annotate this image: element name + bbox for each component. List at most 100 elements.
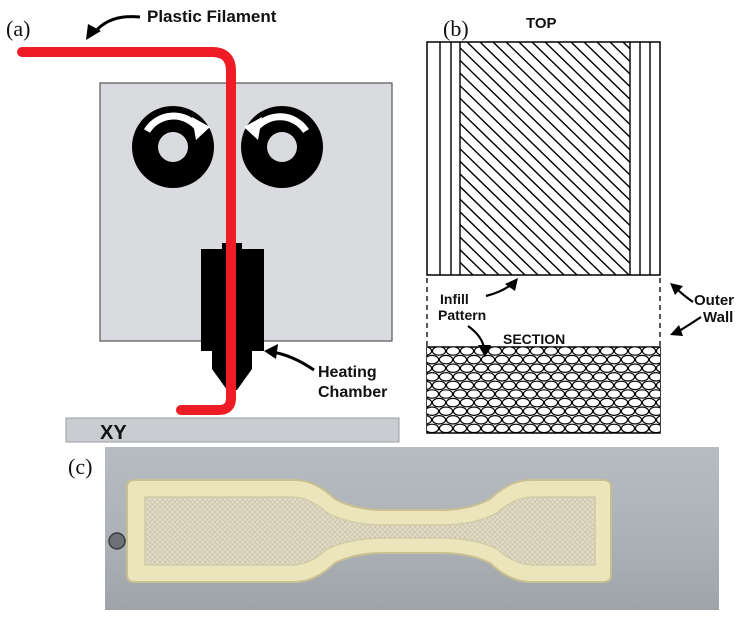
bead: [431, 380, 447, 391]
bead: [627, 397, 643, 408]
bead: [445, 380, 461, 391]
bead: [550, 423, 566, 433]
bead: [648, 389, 660, 399]
bead: [522, 406, 538, 416]
bead: [494, 389, 510, 399]
bead: [592, 423, 608, 433]
bead: [655, 415, 660, 425]
bead: [585, 363, 601, 373]
hatch-line: [570, 42, 630, 101]
bead: [427, 415, 433, 425]
bead: [480, 371, 496, 382]
bead: [466, 423, 482, 433]
infill-hatch: [460, 42, 670, 275]
hatch-line: [557, 42, 630, 113]
bead: [655, 381, 660, 390]
section-beads: [427, 347, 660, 433]
hatch-line: [460, 147, 591, 275]
bead: [529, 363, 545, 373]
specimen-part: [144, 496, 596, 566]
hatch-line: [460, 198, 539, 275]
bead: [529, 414, 545, 425]
bead: [578, 354, 594, 365]
outer-wall-annotation: Outer Wall: [670, 283, 734, 336]
bead: [427, 363, 433, 373]
bead: [459, 414, 475, 425]
roller-left: [132, 106, 214, 188]
bead: [473, 414, 489, 425]
bead: [501, 347, 517, 356]
bead: [592, 371, 608, 382]
outer-wall-lines: [439, 42, 651, 275]
bead: [466, 371, 482, 382]
bead: [494, 371, 510, 382]
hatch-line: [583, 42, 630, 88]
bead: [487, 414, 503, 425]
bead: [543, 347, 559, 356]
bead: [445, 363, 461, 373]
hatch-line: [544, 42, 630, 126]
bead: [599, 414, 615, 425]
bead: [431, 347, 447, 356]
bead: [627, 414, 643, 425]
bead: [550, 389, 566, 399]
bead: [564, 354, 580, 365]
bead: [641, 380, 657, 391]
bead: [452, 389, 468, 399]
heating-arrow: [271, 350, 315, 372]
bead: [578, 406, 594, 416]
bead: [529, 380, 545, 391]
bead: [557, 380, 573, 391]
bead: [459, 380, 475, 391]
bead: [641, 397, 657, 408]
bead: [431, 363, 447, 373]
heating-chamber-label-1: Heating: [318, 364, 377, 381]
bead: [494, 406, 510, 416]
bead: [606, 354, 622, 365]
plastic-filament: [17, 47, 236, 415]
bead: [452, 406, 468, 416]
bead: [494, 354, 510, 365]
bead: [473, 380, 489, 391]
bead: [543, 363, 559, 373]
bead: [536, 371, 552, 382]
bead: [529, 347, 545, 356]
bead: [641, 414, 657, 425]
bead: [522, 389, 538, 399]
bead: [648, 423, 660, 433]
bead: [620, 389, 636, 399]
bead: [613, 414, 629, 425]
hatch-line: [662, 42, 670, 275]
bead: [634, 406, 650, 416]
bead: [522, 423, 538, 433]
bead: [427, 380, 433, 391]
build-platform: [65, 417, 400, 443]
bead: [522, 354, 538, 365]
bead: [599, 363, 615, 373]
bead: [487, 397, 503, 408]
bead: [427, 389, 440, 399]
bead: [466, 354, 482, 365]
bead: [613, 347, 629, 356]
bead: [494, 423, 510, 433]
bead: [550, 354, 566, 365]
bead: [487, 347, 503, 356]
outer-wall-label-top: Outer: [694, 292, 734, 309]
bead: [459, 397, 475, 408]
bead: [592, 389, 608, 399]
bead: [613, 363, 629, 373]
bead: [592, 354, 608, 365]
bead: [466, 406, 482, 416]
bead: [438, 406, 454, 416]
bead: [578, 423, 594, 433]
hatch-line: [460, 59, 630, 227]
bead: [571, 380, 587, 391]
bead: [536, 406, 552, 416]
section-dashes: [426, 278, 661, 347]
bead: [571, 414, 587, 425]
top-view-box: [426, 41, 661, 276]
bead: [599, 380, 615, 391]
bead: [427, 347, 433, 356]
printer-schematic: XY Plastic Filament Heating Chamber: [17, 7, 400, 444]
hatch-line: [460, 210, 526, 275]
